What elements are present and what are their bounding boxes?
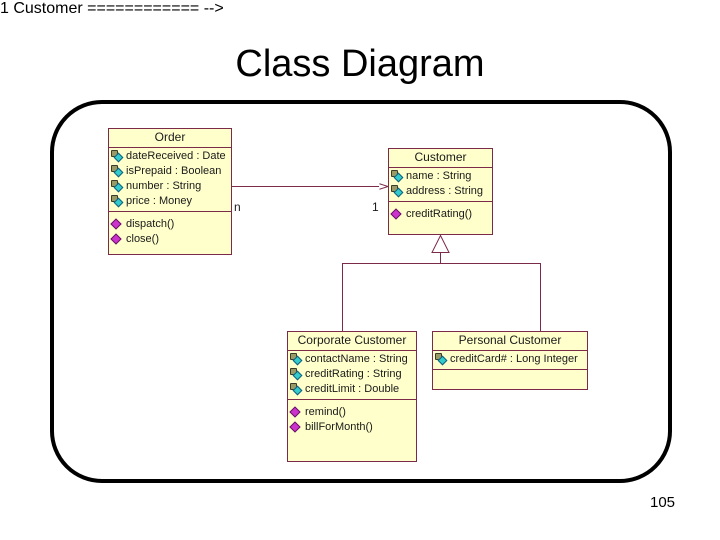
operation-row: dispatch(): [109, 217, 231, 232]
public-operation-icon: [290, 421, 303, 434]
operation-label: billForMonth(): [305, 421, 373, 433]
attribute-label: contactName : String: [305, 353, 408, 365]
private-attribute-icon: [111, 195, 124, 208]
attribute-label: creditRating : String: [305, 368, 402, 380]
private-attribute-icon: [290, 383, 303, 396]
attribute-label: price : Money: [126, 195, 193, 207]
multiplicity-order-side: n: [234, 200, 241, 214]
attribute-label: dateReceived : Date: [126, 150, 226, 162]
private-attribute-icon: [435, 353, 448, 366]
generalization-stem: [440, 252, 441, 264]
operation-label: remind(): [305, 406, 346, 418]
page-title: Class Diagram: [235, 43, 485, 85]
attribute-label: number : String: [126, 180, 202, 192]
operations-compartment-customer: creditRating(): [389, 202, 492, 224]
operations-compartment-order: dispatch() close(): [109, 212, 231, 249]
attribute-label: name : String: [406, 170, 472, 182]
class-name-order: Order: [109, 129, 231, 148]
association-line-order-customer: [232, 186, 379, 187]
generalization-branch-personal: [540, 263, 541, 331]
operations-compartment-personal-customer: [433, 370, 587, 385]
operation-label: creditRating(): [406, 208, 473, 220]
public-operation-icon: [290, 406, 303, 419]
private-attribute-icon: [111, 180, 124, 193]
attribute-row: creditLimit : Double: [288, 382, 416, 397]
class-box-customer[interactable]: Customer name : String address : String …: [388, 148, 493, 235]
attribute-label: creditLimit : Double: [305, 383, 400, 395]
multiplicity-customer-side: 1: [372, 200, 379, 214]
generalization-branch-corporate: [342, 263, 343, 331]
class-name-personal-customer: Personal Customer: [433, 332, 587, 351]
attribute-row: name : String: [389, 169, 492, 184]
class-box-order[interactable]: Order dateReceived : Date isPrepaid : Bo…: [108, 128, 232, 255]
class-box-corporate-customer[interactable]: Corporate Customer contactName : String …: [287, 331, 417, 462]
public-operation-icon: [111, 233, 124, 246]
attributes-compartment-corporate-customer: contactName : String creditRating : Stri…: [288, 351, 416, 400]
attribute-row: number : String: [109, 179, 231, 194]
page-number: 105: [650, 494, 676, 511]
private-attribute-icon: [290, 353, 303, 366]
operation-label: dispatch(): [126, 218, 175, 230]
diagram-frame: [50, 100, 672, 483]
generalization-crossbar: [342, 263, 541, 264]
public-operation-icon: [111, 218, 124, 231]
private-attribute-icon: [290, 368, 303, 381]
attribute-row: address : String: [389, 184, 492, 199]
class-name-corporate-customer: Corporate Customer: [288, 332, 416, 351]
operations-compartment-corporate-customer: remind() billForMonth(): [288, 400, 416, 437]
generalization-triangle-icon: [431, 235, 450, 253]
class-name-customer: Customer: [389, 149, 492, 168]
operation-row: billForMonth(): [288, 420, 416, 435]
attribute-row: isPrepaid : Boolean: [109, 164, 231, 179]
attribute-row: dateReceived : Date: [109, 149, 231, 164]
attributes-compartment-customer: name : String address : String: [389, 168, 492, 202]
attribute-row: price : Money: [109, 194, 231, 209]
operation-row: close(): [109, 232, 231, 247]
public-operation-icon: [391, 208, 404, 221]
operation-label: close(): [126, 233, 160, 245]
private-attribute-icon: [391, 185, 404, 198]
operation-row: creditRating(): [389, 207, 492, 222]
attribute-label: isPrepaid : Boolean: [126, 165, 222, 177]
attribute-row: creditCard# : Long Integer: [433, 352, 587, 367]
attribute-label: creditCard# : Long Integer: [450, 353, 578, 365]
attributes-compartment-personal-customer: creditCard# : Long Integer: [433, 351, 587, 370]
operation-row: remind(): [288, 405, 416, 420]
private-attribute-icon: [391, 170, 404, 183]
class-box-personal-customer[interactable]: Personal Customer creditCard# : Long Int…: [432, 331, 588, 390]
attribute-row: contactName : String: [288, 352, 416, 367]
attribute-label: address : String: [406, 185, 484, 197]
private-attribute-icon: [111, 150, 124, 163]
attributes-compartment-order: dateReceived : Date isPrepaid : Boolean …: [109, 148, 231, 212]
attribute-row: creditRating : String: [288, 367, 416, 382]
private-attribute-icon: [111, 165, 124, 178]
